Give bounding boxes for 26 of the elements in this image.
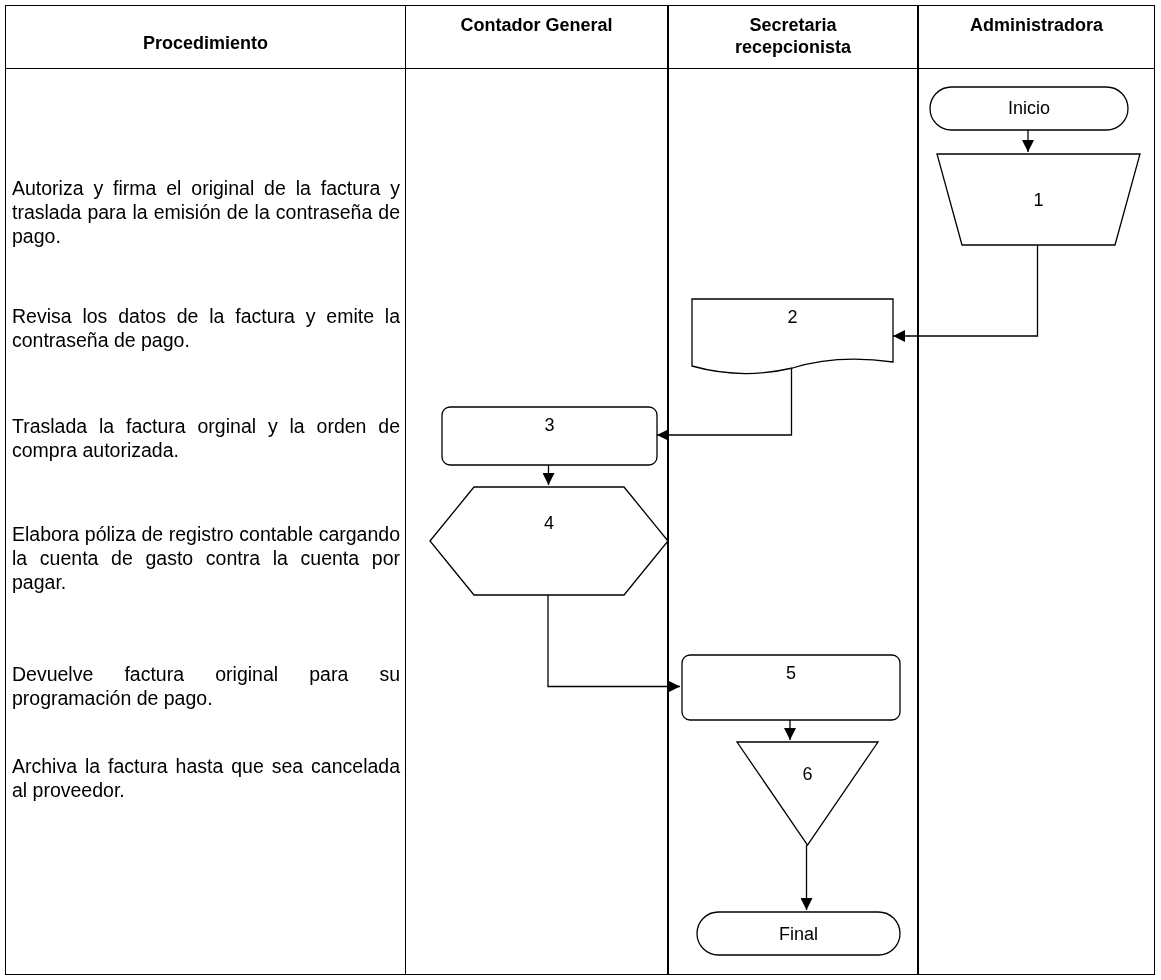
procedure-step-text: Autoriza y firma el original de la factura y traslada para la emisión de la contraseña de pago. [12, 176, 400, 248]
preparation-hexagon: 4 [429, 486, 669, 596]
manual-operation-shape: 1 [936, 153, 1141, 246]
arrow [547, 594, 681, 693]
column-header: Contador General [459, 14, 614, 36]
procedure-step-text: Archiva la factura hasta que sea cancelada al proveedor. [12, 754, 400, 802]
swimlane-column [405, 5, 668, 975]
procedure-step-text: Elabora póliza de registro contable cargando la cuenta de gasto contra la cuenta por pagar. [12, 522, 400, 594]
terminal-shape: Inicio [929, 86, 1129, 131]
column-header: Administradora [969, 14, 1104, 36]
arrow [784, 719, 796, 741]
procedure-step-text: Revisa los datos de la factura y emite la contraseña de pago. [12, 304, 400, 352]
document-shape: 2 [691, 298, 894, 376]
procedure-step-text: Traslada la factura orginal y la orden de compra autorizada. [12, 414, 400, 462]
column-header: Secretaria recepcionista [733, 14, 853, 58]
procedure-step-text: Devuelve factura original para su programación de pago. [12, 662, 400, 710]
process-box: 5 [681, 654, 901, 721]
swimlane-column [918, 5, 1155, 975]
arrow [800, 844, 813, 911]
process-box: 3 [441, 406, 658, 466]
terminal-shape: Final [696, 911, 901, 956]
arrow [542, 464, 555, 486]
storage-triangle: 6 [736, 741, 879, 846]
column-header: Procedimiento [142, 32, 269, 54]
arrow [1022, 129, 1034, 153]
swimlane-column [668, 5, 918, 975]
